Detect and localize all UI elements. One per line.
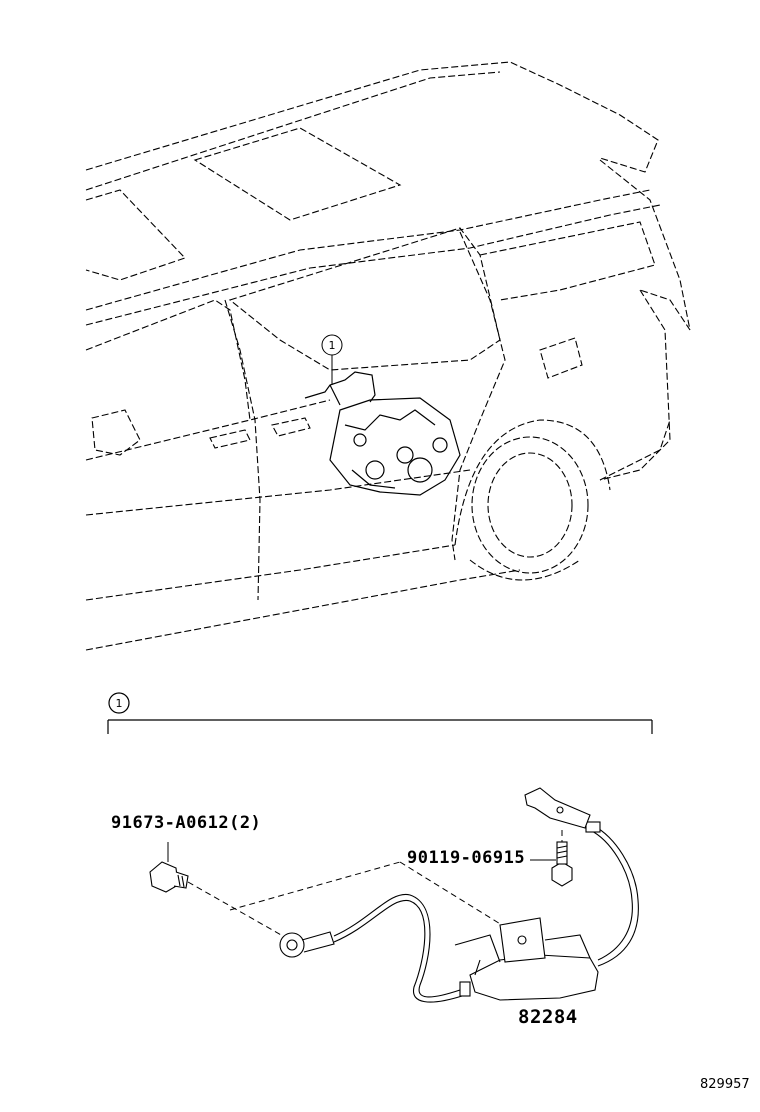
callout-leader-vehicle [321, 334, 343, 385]
sensor-part-number: 82284 [518, 1006, 578, 1028]
detail-bracket [107, 692, 653, 734]
assembly-guide-lines [187, 830, 563, 941]
bolt-part-number: 91673-A0612(2) [111, 813, 262, 833]
diagram-reference-code: 829957 [700, 1077, 750, 1092]
callout-marker-vehicle: 1 [329, 339, 336, 352]
bolt-illustration [149, 842, 189, 893]
screw-illustration [530, 841, 573, 887]
sensor-illustration [279, 787, 639, 1003]
screw-part-number: 90119-06915 [407, 848, 526, 868]
transmission-illustration [304, 371, 461, 496]
vehicle-illustration [85, 61, 691, 651]
callout-marker-detail: 1 [116, 697, 123, 710]
